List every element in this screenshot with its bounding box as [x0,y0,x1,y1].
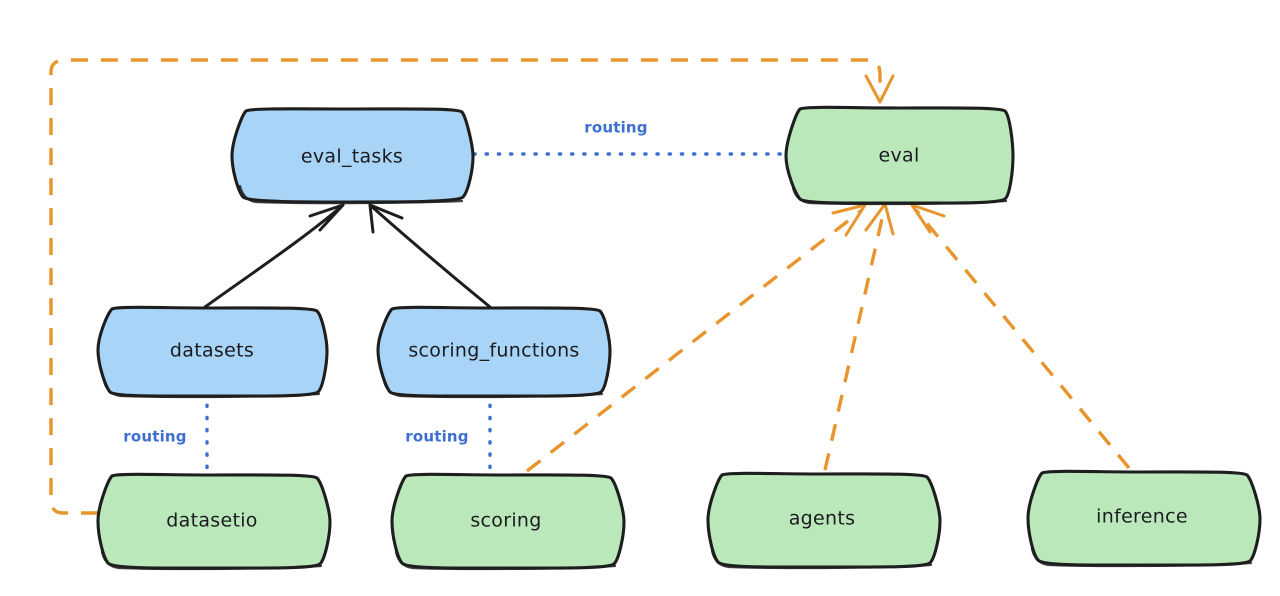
node-sketch-accent [382,379,604,399]
node-background [706,471,942,569]
edge-line [49,58,882,515]
arrow-head-icon [864,202,895,236]
node-datasetio[interactable]: datasetio [96,472,332,571]
node-sketch-accent [1030,547,1253,568]
node-sketch-accent [100,550,323,571]
node-sketch-accent [394,550,617,571]
node-label-scoring: scoring [470,510,541,532]
edge-label-routing: routing [584,119,648,137]
edge-datasets-to-datasetio-routing: routing [123,391,209,475]
node-scoring[interactable]: scoring [390,472,626,571]
node-label-agents: agents [789,508,856,530]
edge-agents-to-eval [823,202,895,471]
edge-line [368,203,492,309]
node-background [96,472,332,570]
arrow-head-icon [368,203,404,234]
edge-scoring-to-eval [525,203,867,473]
node-background [376,305,612,398]
edge-eval_tasks-to-eval-routing: routing [472,119,787,156]
edge-datasets-to-eval_tasks [203,203,345,309]
node-label-datasetio: datasetio [166,510,257,532]
node-eval_tasks[interactable]: eval_tasks [230,107,475,205]
edge-scoring_functions-to-eval_tasks [368,203,492,309]
node-sketch-accent [710,549,933,570]
node-eval[interactable]: eval [784,105,1015,206]
edge-line [525,208,864,473]
arrow-head-icon [831,203,867,237]
node-label-inference: inference [1096,506,1188,528]
node-sketch-accent [102,379,321,399]
edge-line [914,208,1131,470]
node-sketch-accent [238,184,464,205]
edge-label-routing: routing [405,428,469,446]
node-label-datasets: datasets [170,340,254,362]
node-label-scoring_functions: scoring_functions [408,340,579,362]
arrow-head-icon [910,203,946,234]
edge-line [203,203,345,309]
node-datasets[interactable]: datasets [96,305,329,399]
node-background [230,107,475,204]
edge-line [823,209,886,471]
node-background [390,472,626,570]
edge-datasetio-to-eval [49,58,895,515]
node-scoring_functions[interactable]: scoring_functions [376,305,612,399]
node-label-eval_tasks: eval_tasks [301,146,403,168]
node-background [96,305,329,398]
node-sketch-accent [791,186,1008,206]
node-inference[interactable]: inference [1026,469,1262,568]
node-background [784,105,1015,205]
arrow-head-icon [308,203,345,232]
node-background [1026,469,1262,567]
edge-scoring_functions-to-scoring-routing: routing [405,391,492,475]
edge-label-routing: routing [123,428,187,446]
arrow-head-icon [864,74,895,104]
node-label-eval: eval [878,145,919,167]
edge-inference-to-eval [910,203,1131,470]
node-agents[interactable]: agents [706,471,942,570]
